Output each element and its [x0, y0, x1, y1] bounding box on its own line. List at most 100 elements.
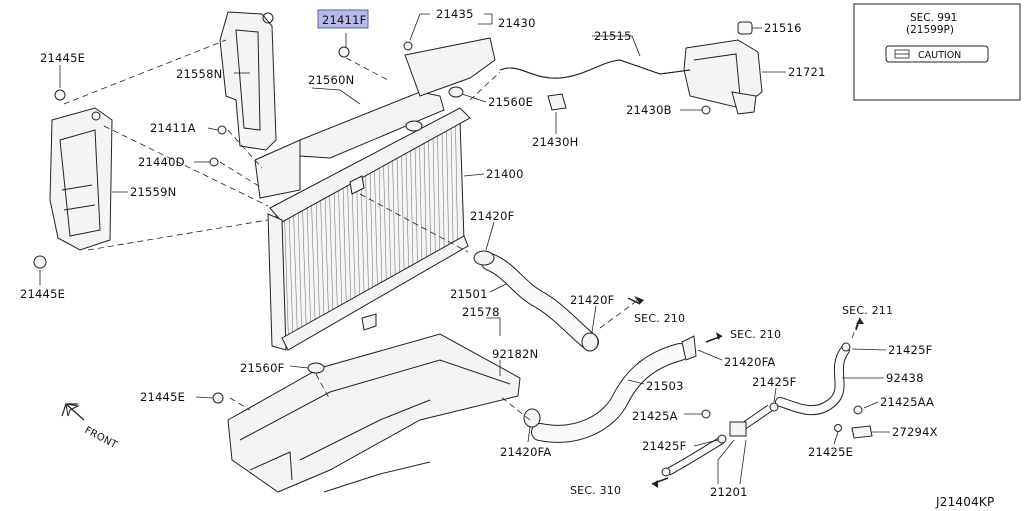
clamp-21425F-c: [717, 434, 727, 444]
label-21425E[interactable]: 21425E: [808, 445, 853, 459]
label-sec-310[interactable]: SEC. 310: [570, 484, 621, 497]
radiator-fin: [414, 145, 418, 265]
label-21559N[interactable]: 21559N: [130, 185, 176, 199]
label-sec-210-a[interactable]: SEC. 210: [634, 312, 685, 325]
radiator-fin: [455, 124, 458, 241]
label-21425F-b[interactable]: 21425F: [752, 375, 796, 389]
overflow-hose-21515: [499, 59, 691, 79]
radiator-fin: [428, 138, 432, 257]
label-sec-211[interactable]: SEC. 211: [842, 304, 893, 317]
bolt-21440D: [209, 157, 219, 167]
radiator-fin: [383, 162, 387, 283]
bolt-21411F: [338, 46, 350, 58]
air-guide-left-21559N: [49, 107, 113, 251]
radiator-fin: [333, 189, 338, 311]
label-21425F-a[interactable]: 21425F: [888, 343, 932, 357]
label-21435[interactable]: 21435: [436, 7, 474, 21]
radiator-fin: [311, 201, 316, 324]
label-21400[interactable]: 21400: [486, 167, 524, 181]
clamp-21420FA-right: [681, 335, 697, 361]
radiator-fin: [342, 184, 347, 306]
radiator-fin: [297, 208, 302, 332]
label-21430B[interactable]: 21430B: [626, 103, 672, 117]
radiator-fin: [347, 181, 351, 304]
clip-21430B: [701, 105, 711, 115]
label-21445E-left[interactable]: 21445E: [20, 287, 65, 301]
radiator-fin: [284, 215, 289, 340]
label-21516[interactable]: 21516: [764, 21, 802, 35]
label-21503[interactable]: 21503: [646, 379, 684, 393]
label-21430H[interactable]: 21430H: [532, 135, 578, 149]
diagram-id: J21404KP: [935, 495, 994, 509]
clip-21445E-bottom: [212, 392, 224, 404]
assembly-lines: [63, 39, 859, 421]
label-21425AA[interactable]: 21425AA: [880, 395, 934, 409]
caution-reference-box: SEC. 991 (21599P) CAUTION: [853, 3, 1021, 101]
under-cover-21578: [227, 333, 521, 493]
label-sec-210-b[interactable]: SEC. 210: [730, 328, 781, 341]
clamp-21420F-upper: [473, 250, 495, 266]
label-21560E[interactable]: 21560E: [488, 95, 533, 109]
clamp-21425F-d: [661, 467, 671, 477]
radiator-fin: [338, 186, 343, 309]
caution-label-plate: [885, 45, 989, 63]
radiator-fin: [306, 203, 311, 327]
radiator-fin: [324, 193, 329, 317]
clamp-21425F-a: [841, 342, 851, 352]
radiator-core-fins: [279, 124, 458, 343]
label-21721[interactable]: 21721: [788, 65, 826, 79]
radiator-fin: [441, 131, 445, 249]
clip-21430H: [547, 93, 567, 111]
label-21515[interactable]: 21515: [594, 29, 632, 43]
caution-sec-label: SEC. 991: [910, 12, 957, 24]
label-92182N[interactable]: 92182N: [492, 347, 538, 361]
radiator-fin: [405, 150, 409, 270]
label-27294X[interactable]: 27294X: [892, 425, 938, 439]
label-21411A[interactable]: 21411A: [150, 121, 196, 135]
radiator-fin: [302, 205, 307, 330]
label-21501[interactable]: 21501: [450, 287, 488, 301]
clamp-21420F-lower: [581, 332, 599, 352]
radiator-fin: [419, 143, 423, 262]
sec-arrows: [627, 296, 864, 488]
caution-text: CAUTION: [918, 50, 961, 61]
bracket-21558N: [219, 11, 277, 151]
label-21430[interactable]: 21430: [498, 16, 536, 30]
bolt-21411A: [217, 125, 227, 135]
front-label: FRONT: [83, 425, 120, 452]
radiator-fin: [369, 169, 374, 291]
label-21560N[interactable]: 21560N: [308, 73, 354, 87]
grommet-21435: [403, 41, 413, 51]
radiator-fin: [392, 157, 396, 278]
radiator-fin: [378, 165, 383, 285]
label-21560F[interactable]: 21560F: [240, 361, 284, 375]
front-direction-arrow: [61, 403, 85, 421]
radiator-fin: [446, 129, 449, 246]
label-21420FA-a[interactable]: 21420FA: [724, 355, 775, 369]
label-21445E-top[interactable]: 21445E: [40, 51, 85, 65]
caution-part-number: (21599P): [906, 24, 954, 36]
label-21425F-c[interactable]: 21425F: [642, 439, 686, 453]
label-21420F-a[interactable]: 21420F: [470, 209, 514, 223]
label-21425A[interactable]: 21425A: [632, 409, 678, 423]
label-21445E-bottom[interactable]: 21445E: [140, 390, 185, 404]
label-92438[interactable]: 92438: [886, 371, 924, 385]
reservoir-tank-21721: [683, 21, 763, 115]
label-21201[interactable]: 21201: [710, 485, 748, 499]
label-21558N[interactable]: 21558N: [176, 67, 222, 81]
upper-mount-21560N: [254, 37, 496, 199]
water-hose-21201: [666, 404, 773, 476]
radiator-fin: [351, 179, 356, 301]
grommet-21560E: [448, 86, 464, 98]
label-21440D[interactable]: 21440D: [138, 155, 185, 169]
reservoir-cap-21516: [737, 21, 753, 35]
label-21420F-b[interactable]: 21420F: [570, 293, 614, 307]
radiator-fin: [401, 153, 405, 272]
label-21420FA-b[interactable]: 21420FA: [500, 445, 551, 459]
highlighted-part-box: [317, 9, 369, 29]
radiator-fin: [365, 172, 369, 293]
label-21578[interactable]: 21578: [462, 305, 500, 319]
clip-21445E-left: [33, 255, 47, 285]
label-21411F[interactable]: 21411F: [322, 13, 366, 27]
